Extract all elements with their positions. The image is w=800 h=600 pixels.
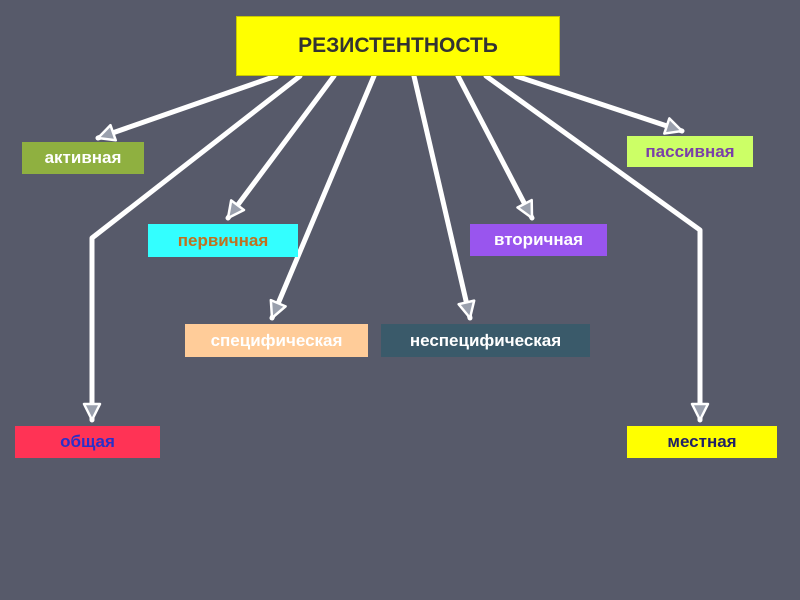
node-specific: специфическая: [185, 324, 368, 357]
arrow-to-secondary: [455, 73, 535, 221]
arrowhead: [690, 402, 710, 422]
node-passive: пассивная: [627, 136, 753, 167]
arrowhead: [82, 402, 102, 422]
arrowhead: [226, 199, 246, 220]
arrow-to-nonspecific: [411, 73, 476, 321]
arrow-to-local: [483, 73, 710, 423]
arrow-to-primary: [225, 73, 337, 221]
node-root-resistance: РЕЗИСТЕНТНОСТЬ: [236, 16, 560, 76]
arrow-to-general: [82, 73, 303, 423]
arrow-to-specific: [269, 73, 377, 321]
node-primary: первичная: [148, 224, 298, 257]
arrow-line: [95, 73, 279, 141]
node-general: общая: [15, 426, 160, 458]
arrow-line: [269, 73, 377, 321]
arrow-to-active: [95, 73, 279, 142]
arrowhead: [96, 123, 117, 142]
arrow-to-passive: [513, 73, 685, 135]
node-active: активная: [22, 142, 144, 174]
node-secondary: вторичная: [470, 224, 607, 256]
arrow-line: [225, 73, 337, 221]
arrowhead: [457, 299, 476, 320]
arrowhead: [269, 298, 287, 320]
arrow-line: [513, 73, 685, 134]
node-nonspecific: неспецифическая: [381, 324, 590, 357]
arrow-line: [455, 73, 535, 221]
node-local: местная: [627, 426, 777, 458]
arrow-line: [483, 73, 703, 423]
arrowhead: [663, 117, 684, 135]
arrow-line: [89, 73, 303, 423]
arrow-line: [411, 73, 473, 321]
arrowhead: [516, 198, 534, 220]
